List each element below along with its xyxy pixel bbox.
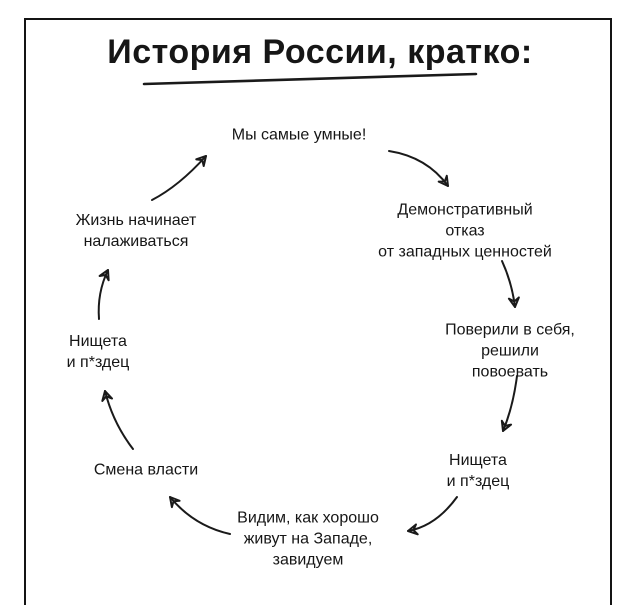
node-we-are-smartest: Мы самые умные! [231,126,367,144]
node-believed-went-to-war: Поверили в себя, решили повоевать [445,321,575,381]
node-refusal-western-values: Демонстративный отказ от западных ценнос… [378,201,552,261]
node-poverty-left: Нищета и п*здец [66,333,130,371]
node-envy-the-west: Видим, как хорошо живут на Западе, завид… [237,509,379,569]
page-title: История России, кратко: [107,33,533,71]
node-poverty-right: Нищета и п*здец [446,452,510,490]
panel-border [24,18,612,605]
node-regime-change: Смена власти [93,461,199,479]
node-life-improving: Жизнь начинает налаживаться [75,212,197,250]
